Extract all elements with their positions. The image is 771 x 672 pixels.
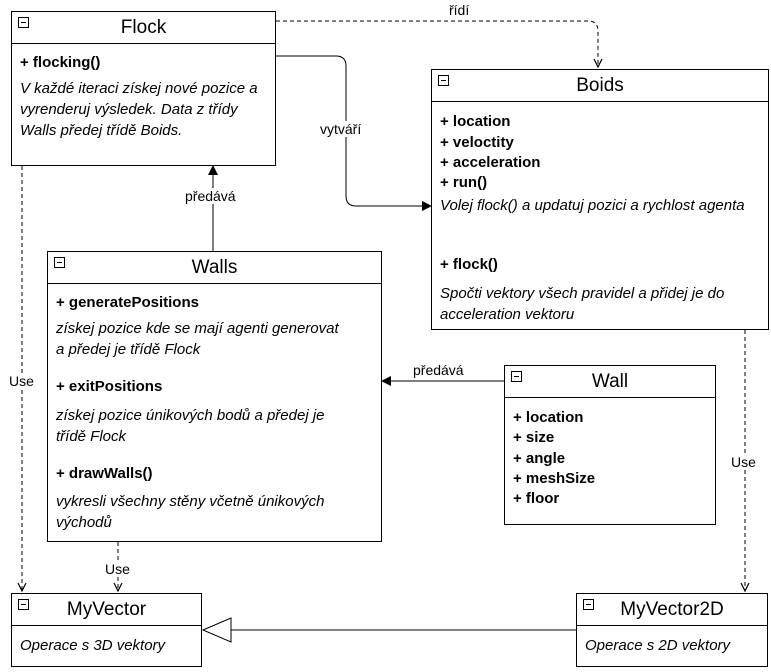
method-desc: Spočti vektory všech pravidel a přidej j… — [440, 285, 725, 323]
attribute: + acceleration — [440, 154, 541, 171]
class-wall[interactable]: Wall + location + size + angle + meshSiz… — [504, 365, 716, 525]
edge-flock-boids-ridi — [276, 20, 598, 67]
class-myvector2d-header: MyVector2D — [577, 594, 767, 626]
attribute: + meshSize — [513, 470, 596, 487]
class-flock[interactable]: Flock + flocking() V každé iteraci získe… — [11, 11, 276, 166]
method-desc: získej pozice únikových bodů a předej je… — [56, 407, 325, 445]
method-desc: získej pozice kde se mají agenti generov… — [56, 320, 339, 358]
edge-label-flock-use: Use — [8, 373, 35, 389]
class-myvector[interactable]: MyVector Operace s 3D vektory — [11, 593, 202, 667]
collapse-icon[interactable] — [54, 257, 65, 268]
class-name: Flock — [120, 17, 167, 38]
edge-label-walls-flock: předává — [184, 188, 237, 204]
class-walls-header: Walls — [48, 252, 381, 284]
method-sig: + exitPositions — [56, 378, 163, 395]
collapse-icon[interactable] — [583, 599, 594, 610]
method-sig: + generatePositions — [56, 294, 199, 311]
method-sig: + flock() — [440, 256, 498, 273]
attribute: + location — [513, 409, 584, 426]
edge-label-boids-use: Use — [730, 454, 757, 470]
class-myvector2d[interactable]: MyVector2D Operace s 2D vektory — [576, 593, 768, 667]
method-sig: + run() — [440, 174, 488, 191]
collapse-icon[interactable] — [438, 75, 449, 86]
method-desc: Volej flock() a updatuj pozici a rychlos… — [440, 197, 745, 214]
collapse-icon[interactable] — [18, 17, 29, 28]
class-wall-header: Wall — [505, 366, 715, 398]
method-desc: V každé iteraci získej nové pozice a vyr… — [20, 80, 258, 139]
edge-label-ridi: řídí — [448, 2, 471, 18]
method-desc: vykresli všechny stěny včetně únikových … — [56, 493, 325, 531]
class-boids-header: Boids — [432, 70, 768, 102]
collapse-icon[interactable] — [511, 371, 522, 382]
class-name: MyVector — [66, 599, 147, 620]
class-name: MyVector2D — [620, 599, 724, 620]
class-name: Boids — [576, 75, 624, 96]
attribute: + floor — [513, 490, 560, 507]
inheritance-triangle — [201, 617, 232, 643]
collapse-icon[interactable] — [18, 599, 29, 610]
class-myvector-header: MyVector — [12, 594, 201, 626]
class-name: Wall — [591, 371, 629, 392]
edge-label-vytvari: vytváří — [319, 121, 363, 137]
method-sig: + flocking() — [20, 54, 101, 71]
attribute: + location — [440, 113, 511, 130]
class-name: Walls — [191, 257, 238, 278]
class-boids[interactable]: Boids + location + veloctity + accelerat… — [431, 69, 769, 330]
edge-label-walls-use: Use — [104, 561, 131, 577]
attribute: + angle — [513, 450, 566, 467]
edge-label-wall-walls: předává — [412, 362, 465, 378]
attribute: + veloctity — [440, 134, 514, 151]
method-sig: + drawWalls() — [56, 465, 153, 482]
attribute: + size — [513, 429, 555, 446]
class-walls[interactable]: Walls + generatePositions získej pozice … — [47, 251, 382, 542]
class-desc: Operace s 2D vektory — [585, 637, 731, 654]
class-desc: Operace s 3D vektory — [20, 637, 166, 654]
class-flock-header: Flock — [12, 12, 275, 44]
